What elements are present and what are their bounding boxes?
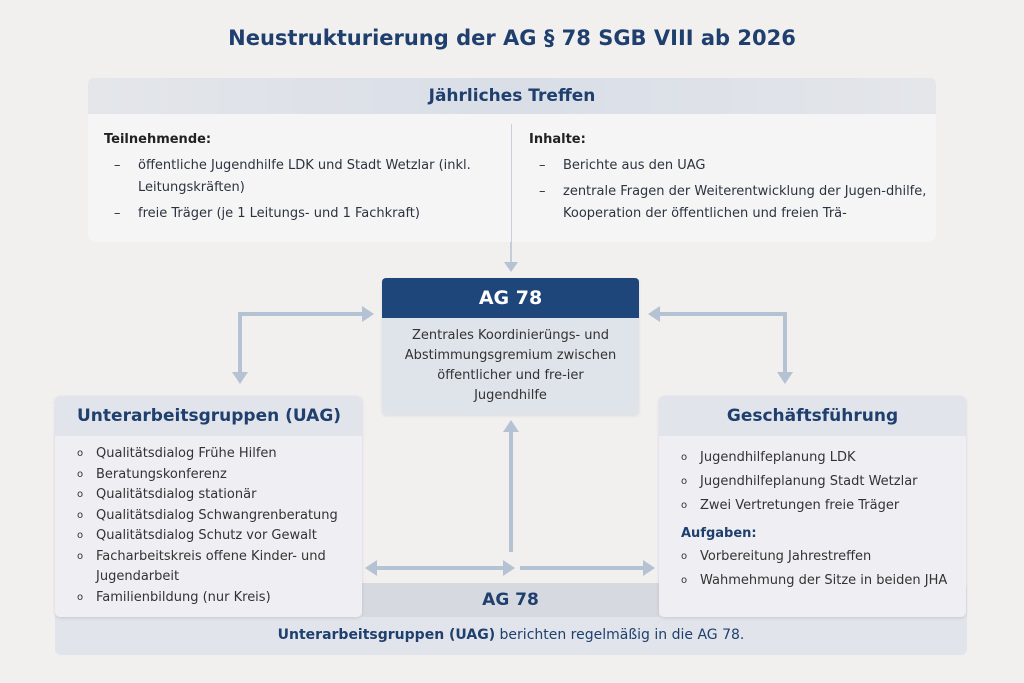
uag-item: o Facharbeitskreis offene Kinder- und Jug… bbox=[55, 547, 331, 588]
content-text: Berichte aus den UAG bbox=[563, 158, 706, 173]
arrowhead bbox=[643, 560, 655, 576]
task-text: Vorbereitung Jahrestreffen bbox=[700, 549, 872, 564]
management-title: Geschäftsführung bbox=[659, 396, 966, 436]
member-item: o Jugendhilfeplanung LDK bbox=[659, 446, 966, 470]
participant-text: freie Träger (je 1 Leitungs- und 1 Fachk… bbox=[138, 206, 420, 221]
annual-meeting-card: Teilnehmende: – öffentliche Jugendhilfe L… bbox=[88, 114, 936, 242]
member-text: Jugendhilfeplanung LDK bbox=[700, 450, 856, 465]
uag-item: o Qualitätsdialog Schwangrenberatung bbox=[55, 506, 362, 527]
bottom-note-rest: berichten regelmäßig in die AG 78. bbox=[495, 627, 745, 643]
uag-title: Unterarbeitsgruppen (UAG) bbox=[55, 396, 362, 436]
circle-bullet-icon: o bbox=[77, 489, 84, 500]
uag-item-text: Qualitätsdialog stationär bbox=[96, 487, 257, 502]
arrowhead bbox=[777, 372, 793, 384]
circle-bullet-icon: o bbox=[77, 591, 84, 603]
dash: – bbox=[114, 206, 121, 221]
arrowhead bbox=[365, 560, 377, 576]
ag78-box: AG 78 Zentrales Koordinierüngs- und Abst… bbox=[382, 278, 639, 415]
annual-meeting-heading: Jährliches Treffen bbox=[88, 78, 936, 114]
circle-bullet-icon: o bbox=[681, 551, 688, 562]
dash: – bbox=[539, 184, 546, 199]
member-text: Zwei Vertretungen freie Träger bbox=[700, 498, 900, 513]
member-text: Jugendhilfeplanung Stadt Wetzlar bbox=[700, 474, 918, 489]
content-item: – Berichte aus den UAG bbox=[529, 155, 929, 177]
contents-column: Inhalte: – Berichte aus den UAG – zentrale… bbox=[529, 132, 929, 225]
uag-item: o Beratungskonferenz bbox=[55, 465, 362, 486]
participant-item: – freie Träger (je 1 Leitungs- und 1 Fach… bbox=[104, 203, 504, 225]
uag-item-text: Facharbeitskreis offene Kinder- und Juge… bbox=[96, 548, 326, 585]
circle-bullet-icon: o bbox=[77, 509, 84, 521]
participants-heading: Teilnehmende: bbox=[104, 132, 212, 147]
content-item: – zentrale Fragen der Weiterentwicklung d… bbox=[529, 181, 933, 225]
participant-text: öffentliche Jugendhilfe LDK und Stadt We… bbox=[138, 158, 471, 195]
circle-bullet-icon: o bbox=[681, 452, 688, 463]
dash: – bbox=[539, 158, 546, 173]
arrowhead bbox=[232, 372, 248, 384]
arrowhead bbox=[504, 262, 518, 272]
circle-bullet-icon: o bbox=[77, 468, 84, 480]
bottom-note: Unterarbeitsgruppen (UAG) berichten rege… bbox=[55, 627, 967, 643]
uag-item-text: Familienbildung (nur Kreis) bbox=[96, 589, 271, 605]
arrow-ag78-management bbox=[658, 312, 787, 372]
divider bbox=[511, 124, 512, 242]
ag78-description: Zentrales Koordinierüngs- und Abstimmung… bbox=[404, 328, 617, 403]
arrow-uag-ag78 bbox=[238, 312, 364, 372]
arrowhead bbox=[648, 306, 660, 322]
uag-item: o Qualitätsdialog Frühe Hilfen bbox=[55, 444, 362, 465]
participant-item: – öffentliche Jugendhilfe LDK und Stadt W… bbox=[104, 155, 478, 199]
member-item: o Zwei Vertretungen freie Träger bbox=[659, 494, 966, 518]
uag-item: o Familienbildung (nur Kreis) bbox=[55, 588, 362, 609]
task-item: o Wahmehmung der Sitze in beiden JHA bbox=[659, 569, 966, 593]
uag-item-text: Qualitätsdialog Schwangrenberatung bbox=[96, 507, 338, 523]
member-item: o Jugendhilfeplanung Stadt Wetzlar bbox=[659, 470, 966, 494]
contents-heading: Inhalte: bbox=[529, 132, 586, 147]
ag78-title: AG 78 bbox=[382, 278, 639, 318]
arrowhead bbox=[362, 306, 374, 322]
circle-bullet-icon: o bbox=[77, 530, 84, 541]
circle-bullet-icon: o bbox=[681, 476, 688, 487]
circle-bullet-icon: o bbox=[77, 448, 84, 459]
management-box: Geschäftsführung o Jugendhilfeplanung LDK… bbox=[659, 396, 966, 617]
uag-item-text: Qualitätsdialog Schutz vor Gewalt bbox=[96, 528, 317, 543]
participants-column: Teilnehmende: – öffentliche Jugendhilfe L… bbox=[104, 132, 504, 225]
uag-item-text: Qualitätsdialog Frühe Hilfen bbox=[96, 446, 277, 461]
circle-bullet-icon: o bbox=[681, 575, 688, 586]
page-title: Neustrukturierung der AG § 78 SGB VIII a… bbox=[228, 26, 796, 50]
tasks-heading: Aufgaben: bbox=[681, 526, 757, 541]
uag-item: o Qualitätsdialog Schutz vor Gewalt bbox=[55, 526, 362, 547]
bottom-note-bold: Unterarbeitsgruppen (UAG) bbox=[277, 627, 496, 643]
arrowhead bbox=[503, 560, 515, 576]
uag-item-text: Beratungskonferenz bbox=[96, 466, 227, 482]
task-item: o Vorbereitung Jahrestreffen bbox=[659, 545, 966, 569]
uag-item: o Qualitätsdialog stationär bbox=[55, 485, 362, 506]
arrowhead bbox=[503, 420, 519, 432]
circle-bullet-icon: o bbox=[77, 550, 84, 562]
content-text: zentrale Fragen der Weiterentwicklung de… bbox=[563, 184, 927, 221]
circle-bullet-icon: o bbox=[681, 500, 688, 511]
bottom-ag78-label: AG 78 bbox=[362, 583, 659, 617]
task-text: Wahmehmung der Sitze in beiden JHA bbox=[700, 573, 948, 588]
dash: – bbox=[114, 158, 121, 173]
